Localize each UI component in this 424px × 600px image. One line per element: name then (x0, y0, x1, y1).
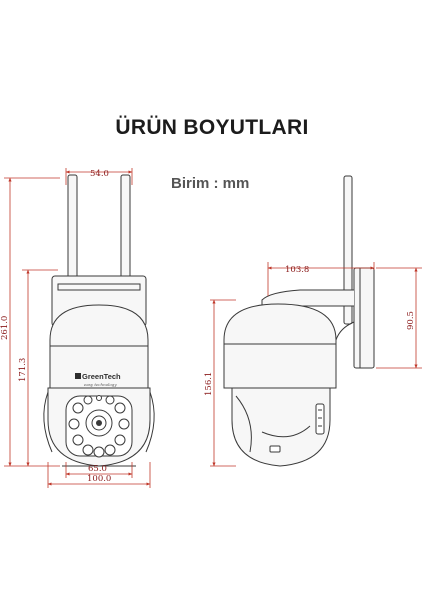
dim-side-depth: 103.8 (285, 265, 309, 275)
side-lower-ball (231, 387, 331, 467)
side-wall-plate (353, 267, 375, 369)
side-view (223, 175, 375, 467)
side-vent (315, 403, 325, 435)
front-led-ring (68, 395, 130, 458)
dim-front-base-width: 65.0 (88, 464, 107, 474)
dim-side-body-height: 156.1 (204, 372, 214, 396)
front-view (43, 174, 155, 467)
dim-front-body-height: 171.3 (18, 358, 28, 382)
dim-front-body-width: 100.0 (87, 474, 111, 484)
brand-logo: GreenTech easy technology (75, 372, 121, 387)
brand-tagline: easy technology (84, 382, 117, 387)
side-upper-housing (223, 303, 337, 389)
page-title: ÜRÜN BOYUTLARI (115, 116, 309, 139)
side-mount-arm (261, 289, 354, 307)
dim-side-mount-height: 90.5 (406, 311, 416, 330)
dim-front-top-width: 54.0 (90, 169, 109, 179)
unit-label: Birim : mm (171, 175, 250, 192)
front-dimensions (4, 168, 151, 488)
dim-front-total-height: 261.0 (0, 316, 10, 340)
side-dimensions (210, 262, 422, 467)
side-antenna (343, 175, 353, 325)
brand-name: GreenTech (82, 372, 121, 381)
